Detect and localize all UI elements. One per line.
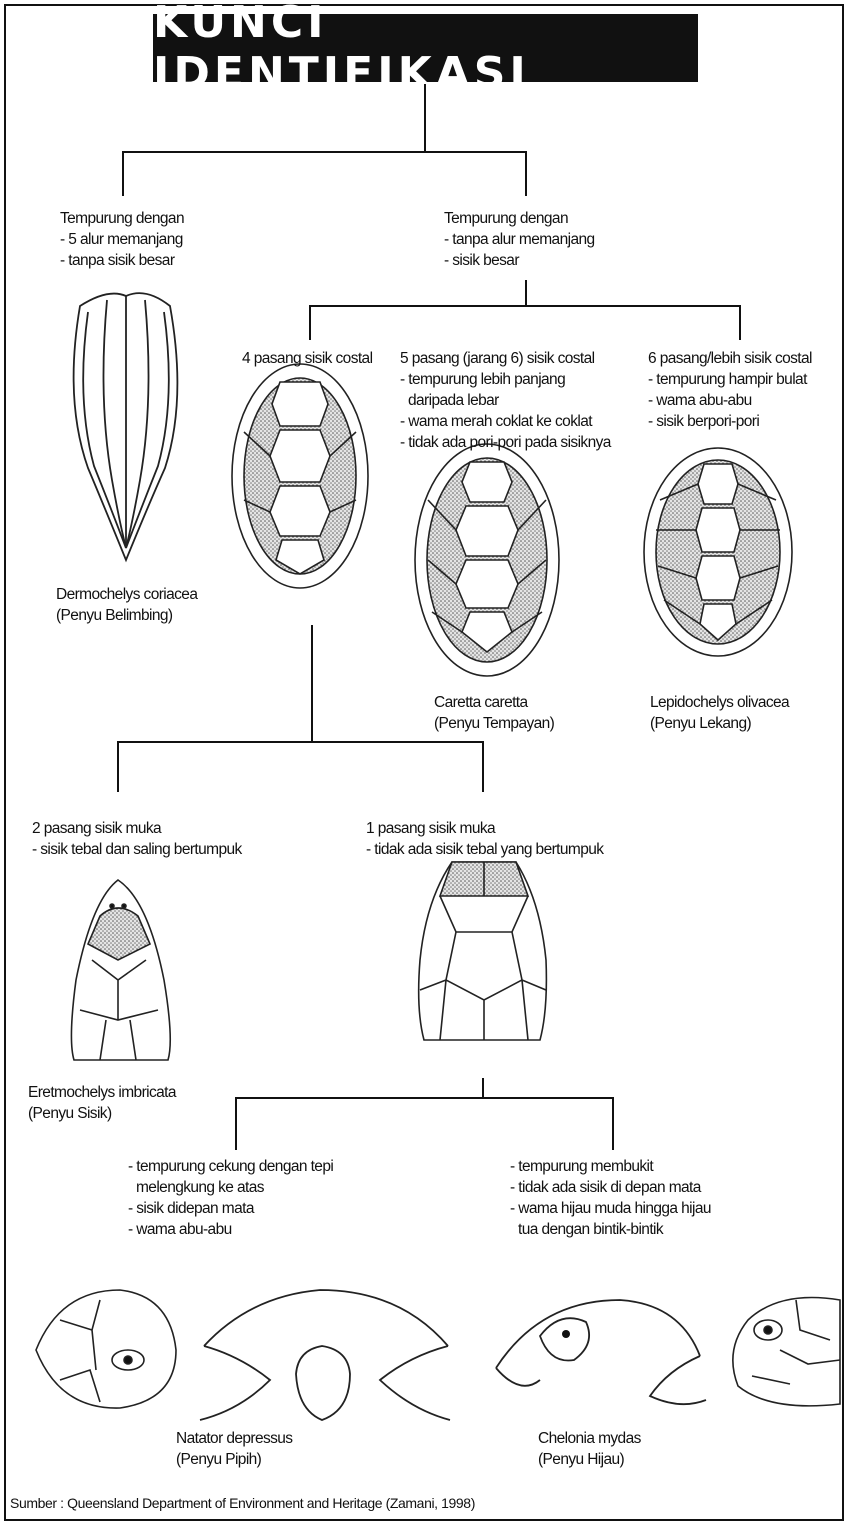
caretta-species: Caretta caretta — [434, 692, 554, 713]
costal5-heading: 5 pasang (jarang 6) sisik costal — [400, 348, 611, 369]
lepidochelys-carapace-drawing — [644, 448, 792, 656]
branch-right-bullet-1: - tanpa alur memanjang — [444, 229, 595, 250]
chelonia-text: - tempurung membukit - tidak ada sisik d… — [510, 1156, 711, 1240]
chelonia-label: Chelonia mydas (Penyu Hijau) — [538, 1428, 641, 1470]
costal5-bullet-1: - tempurung lebih panjang — [400, 369, 611, 390]
costal6-heading: 6 pasang/lebih sisik costal — [648, 348, 812, 369]
chelonia-head-drawing — [733, 1298, 840, 1406]
natator-bullet-2: melengkung ke atas — [128, 1177, 333, 1198]
natator-common: (Penyu Pipih) — [176, 1449, 292, 1470]
caretta-label: Caretta caretta (Penyu Tempayan) — [434, 692, 554, 734]
muka1-bullet-1: - tidak ada sisik tebal yang bertumpuk — [366, 839, 603, 860]
lepidochelys-common: (Penyu Lekang) — [650, 713, 789, 734]
chelonia-bullet-4: tua dengan bintik-bintik — [510, 1219, 711, 1240]
costal4-text: 4 pasang sisik costal — [242, 348, 372, 369]
costal4-heading: 4 pasang sisik costal — [242, 348, 372, 369]
muka2-bullet-1: - sisik tebal dan saling bertumpuk — [32, 839, 242, 860]
muka2-text: 2 pasang sisik muka - sisik tebal dan sa… — [32, 818, 242, 860]
costal5-bullet-2: daripada lebar — [400, 390, 611, 411]
source-credit: Sumber : Queensland Department of Enviro… — [10, 1495, 475, 1511]
costal6-bullet-1: - tempurung hampir bulat — [648, 369, 812, 390]
eretmochelys-common: (Penyu Sisik) — [28, 1103, 176, 1124]
chelonia-common: (Penyu Hijau) — [538, 1449, 641, 1470]
natator-head-drawing — [36, 1290, 176, 1408]
branch-left-text: Tempurung dengan - 5 alur memanjang - ta… — [60, 208, 184, 271]
branch-left-heading: Tempurung dengan — [60, 208, 184, 229]
dermochelys-label: Dermochelys coriacea (Penyu Belimbing) — [56, 584, 197, 626]
costal5-bullet-4: - tidak ada pori-pori pada sisiknya — [400, 432, 611, 453]
dermochelys-common: (Penyu Belimbing) — [56, 605, 197, 626]
four-costal-carapace-drawing — [232, 364, 368, 588]
one-pair-prefrontal-carapace-drawing — [419, 862, 547, 1040]
natator-species: Natator depressus — [176, 1428, 292, 1449]
natator-bullet-3: - sisik didepan mata — [128, 1198, 333, 1219]
caretta-common: (Penyu Tempayan) — [434, 713, 554, 734]
lepidochelys-label: Lepidochelys olivacea (Penyu Lekang) — [650, 692, 789, 734]
lepidochelys-species: Lepidochelys olivacea — [650, 692, 789, 713]
branch-left-bullet-2: - tanpa sisik besar — [60, 250, 184, 271]
dermochelys-species: Dermochelys coriacea — [56, 584, 197, 605]
costal5-text: 5 pasang (jarang 6) sisik costal - tempu… — [400, 348, 611, 453]
natator-body-drawing — [200, 1290, 450, 1420]
costal6-text: 6 pasang/lebih sisik costal - tempurung … — [648, 348, 812, 432]
dermochelys-carapace-drawing — [74, 293, 178, 560]
natator-label: Natator depressus (Penyu Pipih) — [176, 1428, 292, 1470]
muka1-text: 1 pasang sisik muka - tidak ada sisik te… — [366, 818, 603, 860]
natator-bullet-4: - wama abu-abu — [128, 1219, 333, 1240]
costal5-bullet-3: - wama merah coklat ke coklat — [400, 411, 611, 432]
chelonia-bullet-2: - tidak ada sisik di depan mata — [510, 1177, 711, 1198]
natator-bullet-1: - tempurung cekung dengan tepi — [128, 1156, 333, 1177]
eretmochelys-carapace-drawing — [71, 880, 170, 1060]
natator-text: - tempurung cekung dengan tepi melengkun… — [128, 1156, 333, 1240]
branch-right-bullet-2: - sisik besar — [444, 250, 595, 271]
caretta-carapace-drawing — [415, 444, 559, 676]
eretmochelys-species: Eretmochelys imbricata — [28, 1082, 176, 1103]
muka2-heading: 2 pasang sisik muka — [32, 818, 242, 839]
branch-right-text: Tempurung dengan - tanpa alur memanjang … — [444, 208, 595, 271]
costal6-bullet-2: - wama abu-abu — [648, 390, 812, 411]
costal6-bullet-3: - sisik berpori-pori — [648, 411, 812, 432]
branch-left-bullet-1: - 5 alur memanjang — [60, 229, 184, 250]
chelonia-species: Chelonia mydas — [538, 1428, 641, 1449]
muka1-heading: 1 pasang sisik muka — [366, 818, 603, 839]
branch-right-heading: Tempurung dengan — [444, 208, 595, 229]
chelonia-bullet-1: - tempurung membukit — [510, 1156, 711, 1177]
chelonia-bullet-3: - wama hijau muda hingga hijau — [510, 1198, 711, 1219]
chelonia-body-drawing — [496, 1300, 706, 1404]
eretmochelys-label: Eretmochelys imbricata (Penyu Sisik) — [28, 1082, 176, 1124]
